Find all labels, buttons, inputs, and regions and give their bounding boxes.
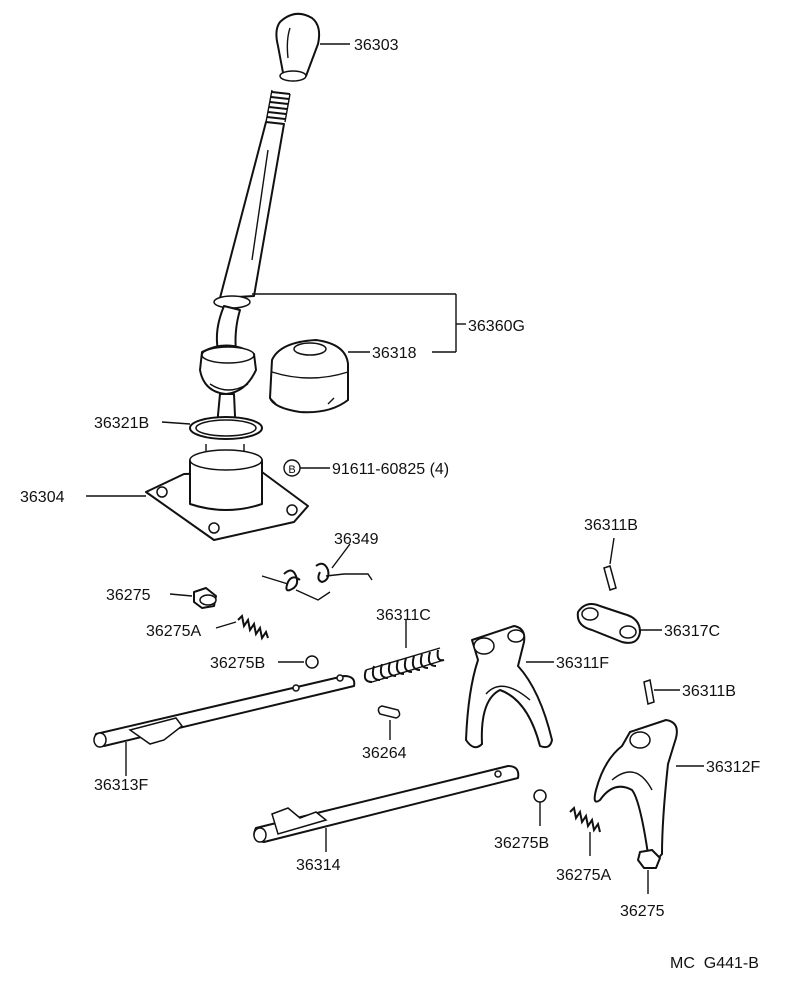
plug-lower-drawing: [637, 849, 661, 869]
spring-lower-drawing: [569, 805, 601, 833]
callout-36275: 36275: [106, 587, 151, 604]
callout-36360g: 36360G: [468, 318, 525, 335]
figure-code: MC G441-B: [670, 955, 759, 972]
slotted-pin-upper-drawing: [603, 565, 617, 591]
callout-36275a: 36275A: [146, 623, 201, 640]
interlock-spring-drawing: [363, 647, 445, 683]
lever-retainer-drawing: [145, 444, 309, 541]
shift-fork-1-drawing: [465, 625, 553, 749]
plug-drawing: [193, 587, 217, 609]
callout-36275b-lower: 36275B: [494, 835, 549, 852]
slotted-pin-lower-drawing: [643, 679, 655, 705]
shift-head-drawing: [576, 603, 641, 644]
callout-36321b: 36321B: [94, 415, 149, 432]
callout-91611-60825: 91611-60825 (4): [332, 461, 449, 478]
fork-shaft-2-drawing: [253, 765, 520, 843]
callout-36312f: 36312F: [706, 759, 760, 776]
callout-36349: 36349: [334, 531, 379, 548]
bolt-marker-letter: B: [288, 464, 295, 476]
ball-lower-drawing: [533, 789, 547, 803]
callout-36313f: 36313F: [94, 777, 148, 794]
shift-fork-2-drawing: [593, 719, 678, 868]
shift-knob-drawing: [275, 12, 321, 82]
callout-36317c: 36317C: [664, 623, 720, 640]
callout-36275b: 36275B: [210, 655, 265, 672]
lever-spring-drawing: [261, 562, 373, 601]
callout-36318: 36318: [372, 345, 417, 362]
fork-shaft-1-drawing: [93, 674, 356, 748]
callout-36311b-upper: 36311B: [584, 517, 638, 534]
callout-36264: 36264: [362, 745, 407, 762]
callout-36304: 36304: [20, 489, 65, 506]
callout-36311b-lower: 36311B: [682, 683, 736, 700]
ball-drawing: [305, 655, 319, 669]
interlock-pin-drawing: [377, 705, 401, 719]
callout-36275a-lower: 36275A: [556, 867, 611, 884]
callout-36311c: 36311C: [376, 607, 431, 624]
spring-drawing: [237, 613, 269, 641]
lever-boot-drawing: [269, 339, 349, 414]
callout-36314: 36314: [296, 857, 341, 874]
callout-36275-lower: 36275: [620, 903, 665, 920]
callout-36303: 36303: [354, 37, 399, 54]
callout-36311f: 36311F: [556, 655, 609, 672]
